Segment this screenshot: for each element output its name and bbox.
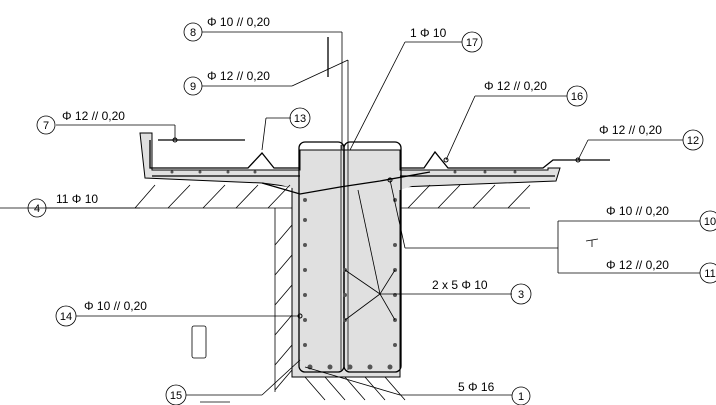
label-7: 7 Φ 12 // 0,20: [36, 109, 125, 135]
label-text: Φ 12 // 0,20: [62, 109, 125, 123]
label-16: 16 Φ 12 // 0,20: [484, 79, 588, 107]
label-17: 17 1 Φ 10: [410, 26, 483, 53]
label-number: 9: [190, 81, 196, 93]
label-text: Φ 12 // 0,20: [207, 69, 270, 83]
label-number: 14: [60, 311, 72, 323]
label-number: 8: [190, 27, 196, 39]
label-number: 13: [294, 113, 306, 125]
label-text: Φ 10 // 0,20: [207, 15, 270, 29]
label-9: 9 Φ 12 // 0,20: [183, 69, 270, 96]
label-text: Φ 12 // 0,20: [484, 79, 547, 93]
label-13: 13: [289, 107, 311, 129]
bar-marker: [297, 313, 303, 319]
label-text: Φ 12 // 0,20: [606, 258, 669, 272]
label-10: 10 Φ 10 // 0,20: [606, 204, 716, 232]
bar-marker: [575, 157, 581, 163]
label-4: 4 11 Φ 10: [27, 192, 98, 218]
label-text: 2 x 5 Φ 10: [432, 278, 488, 292]
label-text: Φ 10 // 0,20: [606, 204, 669, 218]
label-14: 14 Φ 10 // 0,20: [55, 299, 147, 327]
label-number: 17: [466, 37, 478, 49]
label-number: 16: [571, 91, 583, 103]
stirrups: [298, 141, 402, 373]
label-text: Φ 10 // 0,20: [84, 299, 147, 313]
label-12: 12 Φ 12 // 0,20: [599, 123, 704, 151]
bar-marker: [443, 157, 449, 163]
label-number: 12: [687, 135, 699, 147]
label-number: 4: [34, 203, 40, 215]
label-1: 1 5 Φ 16: [458, 380, 531, 405]
label-8: 8 Φ 10 // 0,20: [183, 15, 270, 42]
label-text: 5 Φ 16: [458, 380, 495, 394]
label-text: 1 Φ 10: [410, 26, 447, 40]
bar-dots: [170, 170, 517, 370]
label-number: 7: [43, 120, 49, 132]
label-3: 3 2 x 5 Φ 10: [432, 278, 532, 305]
label-15: 15: [165, 384, 187, 405]
label-number: 15: [170, 390, 182, 402]
label-text: Φ 12 // 0,20: [599, 123, 662, 137]
label-text: 11 Φ 10: [56, 192, 98, 206]
ground-hatching: [0, 184, 531, 401]
label-number: 11: [704, 268, 715, 280]
detail-tee: [585, 238, 599, 247]
detail-rectangle: [191, 325, 207, 359]
beam-web: [291, 182, 401, 378]
label-number: 3: [518, 289, 524, 301]
label-number: 1: [518, 391, 524, 403]
bar-marker: [172, 137, 178, 143]
bar-marker: [387, 177, 393, 183]
label-11: 11 Φ 12 // 0,20: [606, 258, 716, 284]
label-number: 10: [704, 216, 716, 228]
leader-lines: [46, 31, 700, 403]
